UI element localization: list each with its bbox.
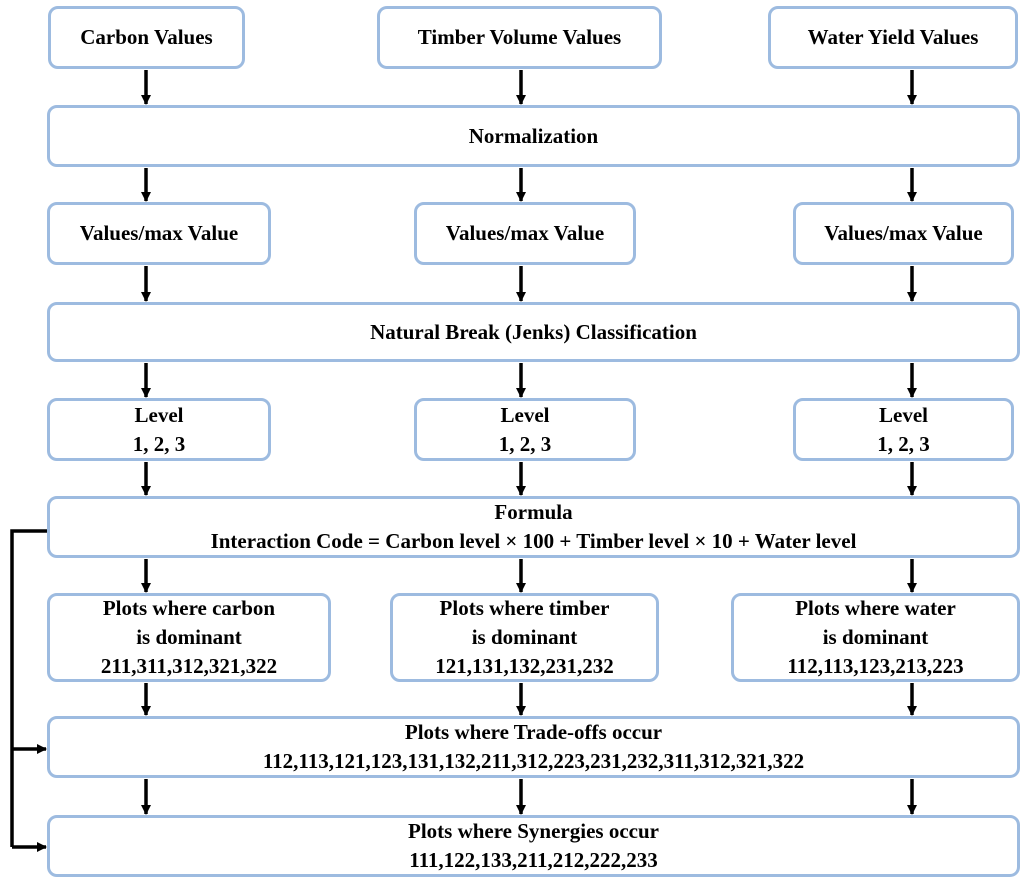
carbon-dominant-line2: is dominant	[136, 625, 242, 649]
formula-expression: Interaction Code = Carbon level × 100 + …	[210, 529, 857, 553]
carbon-dominant-line1: Plots where carbon	[102, 596, 276, 620]
formula-bracket-line	[10, 529, 47, 847]
timber-volume-values-box: Timber Volume Values	[377, 6, 662, 69]
timber-dominant-line2: is dominant	[471, 625, 578, 649]
timber-dominant-box: Plots where timber is dominant 121,131,1…	[390, 593, 659, 682]
carbon-level-values: 1, 2, 3	[132, 431, 186, 456]
carbon-normalized-box: Values/max Value	[47, 202, 271, 265]
synergies-title: Plots where Synergies occur	[408, 819, 659, 843]
synergies-box: Plots where Synergies occur 111,122,133,…	[47, 815, 1020, 877]
timber-dominant-codes: 121,131,132,231,232	[435, 654, 614, 678]
water-yield-values-box: Water Yield Values	[768, 6, 1018, 69]
water-level-title: Level	[879, 402, 928, 427]
water-level-values: 1, 2, 3	[877, 431, 930, 456]
jenks-classification-box: Natural Break (Jenks) Classification	[47, 302, 1020, 362]
timber-dominant-line1: Plots where timber	[439, 596, 610, 620]
water-normalized-label: Values/max Value	[824, 221, 983, 245]
water-level-box: Level 1, 2, 3	[793, 398, 1014, 461]
carbon-level-title: Level	[134, 402, 184, 427]
timber-volume-values-label: Timber Volume Values	[417, 25, 622, 49]
synergies-codes: 111,122,133,211,212,222,233	[409, 848, 658, 872]
timber-normalized-label: Values/max Value	[445, 221, 605, 245]
carbon-normalized-label: Values/max Value	[79, 221, 239, 245]
water-dominant-line2: is dominant	[822, 625, 929, 649]
timber-level-box: Level 1, 2, 3	[414, 398, 636, 461]
carbon-dominant-codes: 211,311,312,321,322	[100, 654, 278, 678]
formula-title: Formula	[494, 500, 573, 524]
tradeoffs-box: Plots where Trade-offs occur 112,113,121…	[47, 716, 1020, 778]
carbon-dominant-box: Plots where carbon is dominant 211,311,3…	[47, 593, 331, 682]
normalization-box: Normalization	[47, 105, 1020, 167]
timber-level-values: 1, 2, 3	[498, 431, 552, 456]
tradeoffs-title: Plots where Trade-offs occur	[404, 720, 663, 744]
carbon-level-box: Level 1, 2, 3	[47, 398, 271, 461]
water-dominant-codes: 112,113,123,213,223	[787, 654, 964, 678]
carbon-values-label: Carbon Values	[80, 25, 213, 49]
tradeoffs-codes: 112,113,121,123,131,132,211,312,223,231,…	[262, 749, 805, 773]
water-normalized-box: Values/max Value	[793, 202, 1014, 265]
timber-normalized-box: Values/max Value	[414, 202, 636, 265]
carbon-values-box: Carbon Values	[48, 6, 245, 69]
formula-box: Formula Interaction Code = Carbon level …	[47, 496, 1020, 558]
water-yield-values-label: Water Yield Values	[807, 25, 979, 49]
normalization-label: Normalization	[468, 123, 599, 148]
water-dominant-box: Plots where water is dominant 112,113,12…	[731, 593, 1020, 682]
water-dominant-line1: Plots where water	[795, 596, 956, 620]
timber-level-title: Level	[500, 402, 550, 427]
jenks-classification-label: Natural Break (Jenks) Classification	[370, 319, 697, 344]
